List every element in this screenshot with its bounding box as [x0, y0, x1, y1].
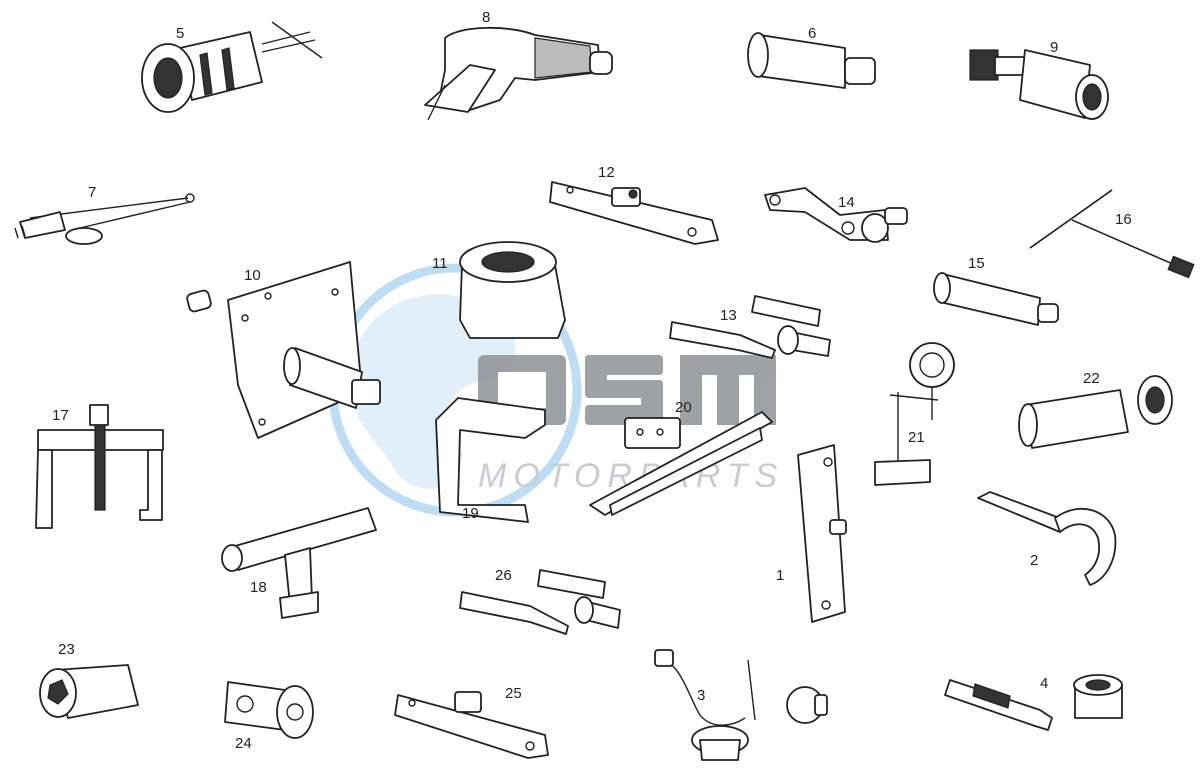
part-22-drawing: [1018, 375, 1173, 449]
part-6-label: 6: [808, 25, 816, 42]
watermark-logo: [478, 355, 776, 425]
part-18-label: 18: [250, 579, 267, 596]
part-2-label: 2: [1030, 552, 1038, 569]
part-25-label: 25: [505, 685, 522, 702]
part-14-drawing: [764, 187, 908, 243]
part-22-label: 22: [1083, 370, 1100, 387]
part-26-label: 26: [495, 567, 512, 584]
part-17-drawing: [35, 404, 164, 529]
part-21-label: 21: [908, 429, 925, 446]
part-7-drawing: [14, 193, 195, 245]
part-5-label: 5: [176, 25, 184, 42]
part-8-label: 8: [482, 9, 490, 26]
part-26-drawing: [459, 569, 621, 635]
part-1-label: 1: [776, 567, 784, 584]
part-11-label: 11: [432, 255, 448, 272]
part-19-drawing: [435, 397, 546, 523]
part-19-label: 19: [462, 505, 479, 522]
part-20-label: 20: [675, 399, 692, 416]
part-5-drawing: [141, 21, 323, 113]
watermark-continents: [349, 294, 516, 489]
part-9-label: 9: [1050, 39, 1058, 56]
part-17-label: 17: [52, 407, 69, 424]
part-14-label: 14: [838, 194, 855, 211]
part-15-drawing: [933, 272, 1059, 326]
part-24-label: 24: [235, 735, 252, 752]
part-1-drawing: [797, 444, 847, 623]
part-2-drawing: [977, 491, 1117, 586]
watermark: MOTORPARTS: [328, 263, 777, 517]
part-6-drawing: [747, 32, 876, 89]
part-20-drawing: [589, 411, 773, 516]
part-4-drawing: [944, 674, 1123, 731]
part-9-drawing: [969, 49, 1109, 120]
part-7-label: 7: [88, 184, 96, 201]
part-25-drawing: [394, 691, 549, 759]
part-16-drawing: [1029, 189, 1195, 279]
part-23-label: 23: [58, 641, 75, 658]
part-13-label: 13: [720, 307, 737, 324]
part-23-drawing: [39, 664, 139, 719]
part-10-drawing: [186, 261, 381, 439]
part-21-drawing: [874, 342, 955, 486]
part-3-label: 3: [697, 687, 705, 704]
part-12-drawing: [549, 181, 719, 245]
part-4-label: 4: [1040, 675, 1048, 692]
part-3-drawing: [654, 649, 828, 761]
part-11-drawing: [459, 241, 566, 339]
part-10-label: 10: [244, 267, 261, 284]
part-15-label: 15: [968, 255, 985, 272]
part-24-drawing: [224, 681, 314, 739]
part-13-drawing: [669, 295, 831, 359]
part-16-label: 16: [1115, 211, 1132, 228]
part-18-drawing: [221, 507, 377, 619]
part-8-drawing: [424, 26, 613, 121]
part-12-label: 12: [598, 164, 615, 181]
